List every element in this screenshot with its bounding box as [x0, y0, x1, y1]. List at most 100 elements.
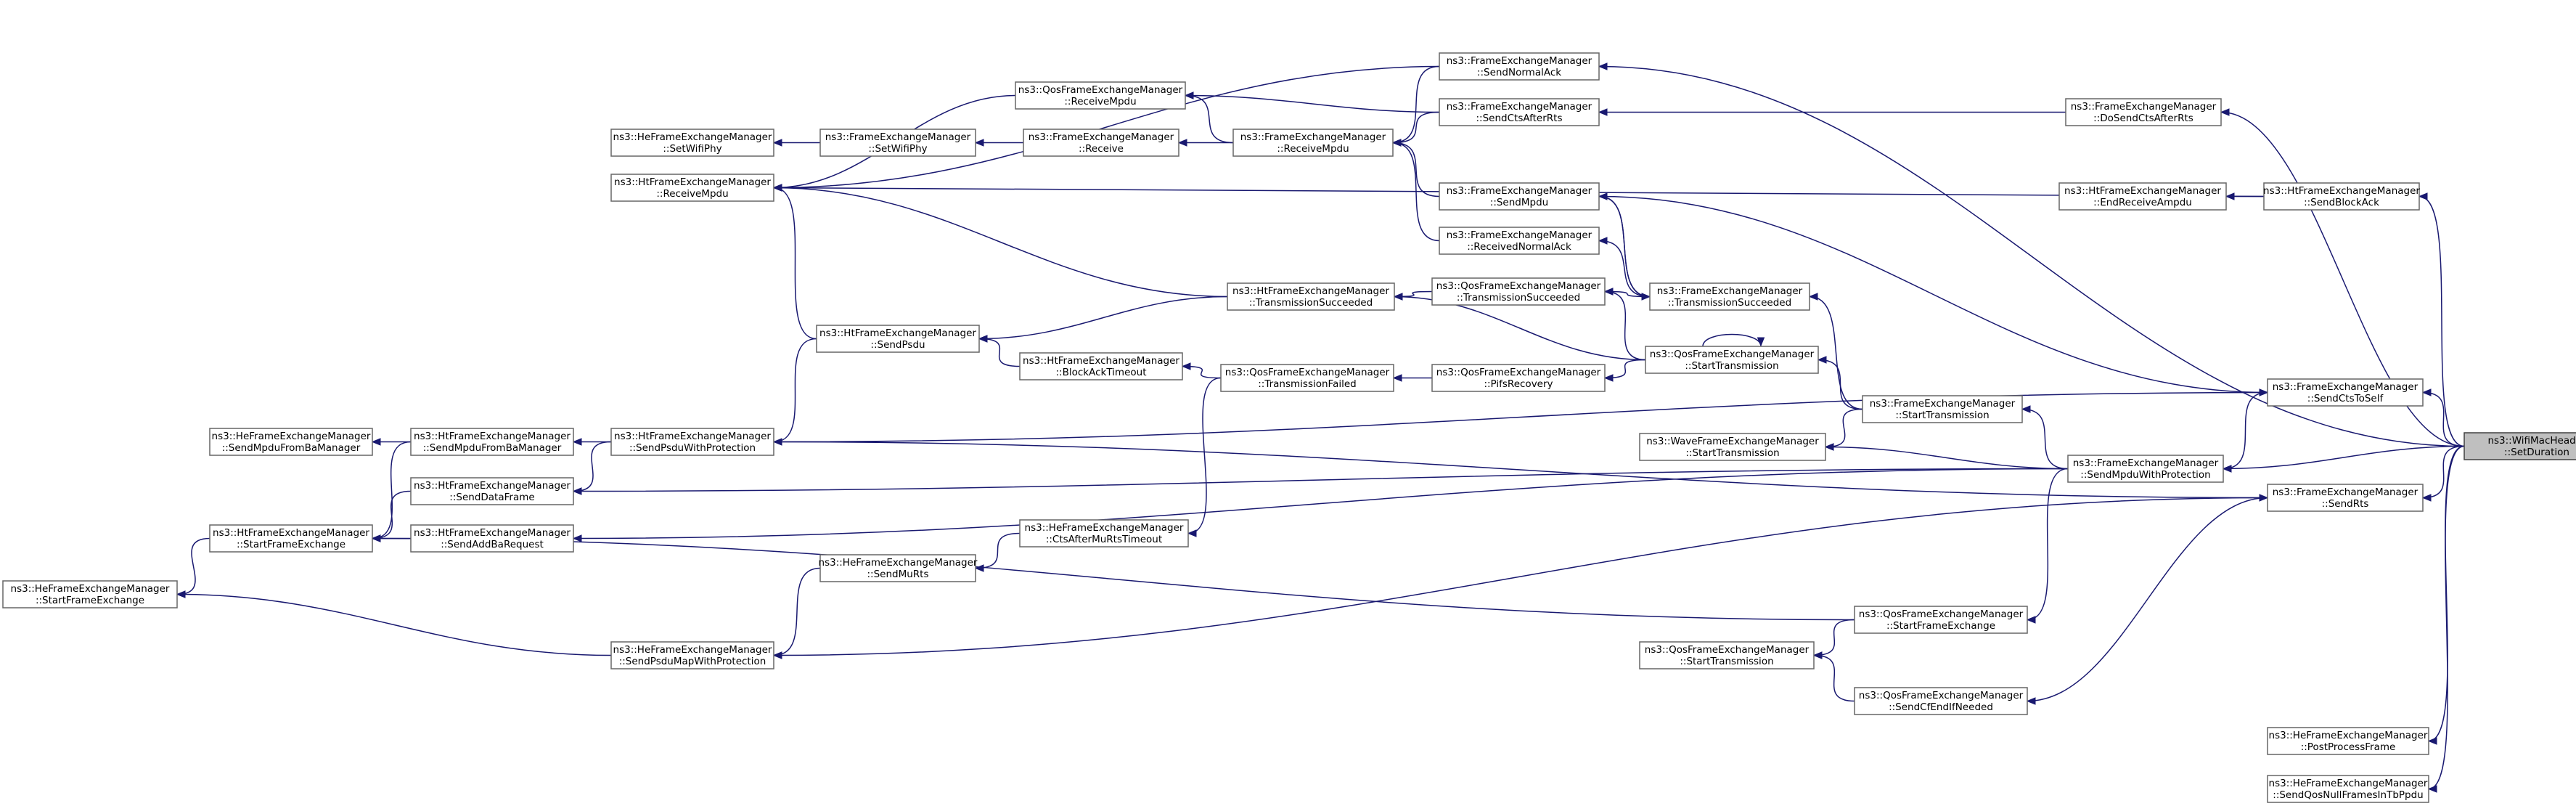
edge-fereceivempdu-to-sendnormalack [1391, 65, 1440, 147]
edge-arrowhead [772, 651, 782, 659]
node-box [410, 428, 574, 456]
node-class-label: ns3::FrameExchangeManager [2273, 381, 2418, 393]
node-box [2267, 727, 2429, 755]
node-htstartframeex[interactable]: ns3::HtFrameExchangeManager::StartFrameE… [209, 524, 373, 553]
edge-fesendrts-to-htsendpsduwithprot [773, 441, 2269, 502]
node-httranssucc[interactable]: ns3::HtFrameExchangeManager::Transmissio… [1227, 282, 1395, 311]
node-qostxfailed[interactable]: ns3::QosFrameExchangeManager::Transmissi… [1220, 364, 1394, 392]
node-hesetwifiphy[interactable]: ns3::HeFrameExchangeManager::SetWifiPhy [610, 129, 774, 157]
edge-htsenddataframe-to-fesendmpduwithprot [572, 468, 2069, 495]
node-hesendqosnull[interactable]: ns3::HeFrameExchangeManager::SendQosNull… [2267, 775, 2429, 803]
node-hestartframeex[interactable]: ns3::HeFrameExchangeManager::StartFrameE… [2, 580, 178, 608]
node-fetranssucc[interactable]: ns3::FrameExchangeManager::TransmissionS… [1649, 282, 1810, 311]
edge-arrowhead [1177, 139, 1187, 147]
node-htsendpsduwithprot[interactable]: ns3::HtFrameExchangeManager::SendPsduWit… [610, 428, 774, 456]
edge-receivednormalack-to-fetranssucc [1598, 237, 1651, 298]
node-qossendcfend[interactable]: ns3::QosFrameExchangeManager::SendCfEndI… [1854, 687, 2028, 715]
node-wavestarttx[interactable]: ns3::WaveFrameExchangeManager::StartTran… [1639, 433, 1826, 461]
node-setduration[interactable]: ns3::WifiMacHeader::SetDuration [2463, 432, 2576, 460]
node-htsendaddbareq[interactable]: ns3::HtFrameExchangeManager::SendAddBaRe… [410, 524, 574, 553]
node-htsenddataframe[interactable]: ns3::HtFrameExchangeManager::SendDataFra… [410, 477, 574, 505]
node-hesendmpdufromba[interactable]: ns3::HeFrameExchangeManager::SendMpduFro… [209, 428, 373, 456]
node-method-label: ::StartTransmission [1685, 360, 1778, 372]
node-sendctstoself[interactable]: ns3::FrameExchangeManager::SendCtsToSelf [2267, 378, 2424, 407]
node-htsendmpdufromba[interactable]: ns3::HtFrameExchangeManager::SendMpduFro… [410, 428, 574, 456]
node-method-label: ::StartTransmission [1685, 447, 1779, 459]
edge-line [773, 567, 821, 656]
node-fesetwifiphy[interactable]: ns3::FrameExchangeManager::SetWifiPhy [819, 129, 976, 157]
node-qosstarttx[interactable]: ns3::QosFrameExchangeManager::StartTrans… [1645, 346, 1819, 374]
node-dosendctsafterrts[interactable]: ns3::FrameExchangeManager::DoSendCtsAfte… [2065, 98, 2222, 126]
node-method-label: ::SendDataFrame [449, 492, 534, 503]
edge-qosreceivempdu-to-sendctsafterrts [1184, 91, 1440, 113]
edge-line [773, 187, 1228, 298]
node-pifsrecovery[interactable]: ns3::QosFrameExchangeManager::PifsRecove… [1431, 364, 1606, 392]
node-box [410, 477, 574, 505]
edge-qosstarttx-to-qosstarttx [1702, 333, 1765, 347]
edge-arrowhead [1391, 139, 1402, 147]
node-method-label: ::TransmissionSucceeded [1668, 297, 1791, 309]
edge-hesendpsdumap-to-fesendrts [772, 497, 2268, 659]
edge-hesendmurts-to-hectsaftermurts [974, 532, 1021, 572]
node-class-label: ns3::FrameExchangeManager [1447, 55, 1592, 67]
node-htsendblockack[interactable]: ns3::HtFrameExchangeManager::SendBlockAc… [2263, 182, 2420, 211]
node-hepostprocess[interactable]: ns3::HeFrameExchangeManager::PostProcess… [2267, 727, 2429, 755]
node-qosstartframeex[interactable]: ns3::QosFrameExchangeManager::StartFrame… [1854, 606, 2028, 634]
node-endreceiveampdu[interactable]: ns3::HtFrameExchangeManager::EndReceiveA… [2058, 182, 2227, 211]
edge-line [1598, 65, 2465, 447]
node-fesendrts[interactable]: ns3::FrameExchangeManager::SendRts [2267, 484, 2424, 512]
edge-line [573, 468, 2069, 492]
node-method-label: ::ReceiveMpdu [1277, 143, 1349, 155]
node-hesendmurts[interactable]: ns3::HeFrameExchangeManager::SendMuRts [819, 554, 978, 582]
edge-hestartframeex-to-hesendpsdumap [176, 590, 612, 656]
node-box [610, 129, 774, 157]
edge-qostxfailed-to-pifsrecovery [1392, 374, 1432, 382]
node-sendmpdu[interactable]: ns3::FrameExchangeManager::SendMpdu [1439, 182, 1600, 211]
edge-wavestarttx-to-fesendmpduwithprot [1824, 443, 2069, 470]
node-festarttx[interactable]: ns3::FrameExchangeManager::StartTransmis… [1862, 395, 2023, 423]
node-class-label: ns3::HtFrameExchangeManager [414, 431, 571, 442]
edge-fesendmpduwithprot-to-setduration [2222, 445, 2465, 473]
node-receivednormalack[interactable]: ns3::FrameExchangeManager::ReceivedNorma… [1439, 227, 1600, 255]
node-method-label: ::TransmissionSucceeded [1457, 292, 1580, 304]
node-class-label: ns3::FrameExchangeManager [1657, 285, 1803, 297]
node-class-label: ns3::FrameExchangeManager [2073, 457, 2219, 469]
node-class-label: ns3::HeFrameExchangeManager [613, 131, 772, 143]
node-box [1015, 81, 1186, 110]
edge-arrowhead [1393, 293, 1403, 301]
node-qosstarttx2[interactable]: ns3::QosFrameExchangeManager::StartTrans… [1639, 641, 1815, 669]
node-method-label: ::SendMpdu [1490, 197, 1548, 208]
node-qosreceivempdu[interactable]: ns3::QosFrameExchangeManager::ReceiveMpd… [1015, 81, 1186, 110]
node-fesendmpduwithprot[interactable]: ns3::FrameExchangeManager::SendMpduWithP… [2067, 455, 2224, 483]
edge-line [573, 468, 2069, 540]
node-class-label: ns3::HtFrameExchangeManager [614, 176, 771, 188]
node-class-label: ns3::FrameExchangeManager [1447, 101, 1592, 113]
edge-line [1598, 195, 2268, 394]
edge-hesendqosnull-to-setduration [2427, 445, 2465, 793]
edge-line [372, 441, 412, 540]
edge-layer [176, 62, 2465, 793]
node-sendnormalack[interactable]: ns3::FrameExchangeManager::SendNormalAck [1439, 52, 1600, 81]
node-class-label: ns3::FrameExchangeManager [1029, 131, 1174, 143]
node-htbatimeout[interactable]: ns3::HtFrameExchangeManager::BlockAckTim… [1019, 352, 1183, 380]
node-qostranssucc[interactable]: ns3::QosFrameExchangeManager::Transmissi… [1431, 277, 1606, 306]
node-sendctsafterrts[interactable]: ns3::FrameExchangeManager::SendCtsAfterR… [1439, 98, 1600, 126]
node-class-label: ns3::HtFrameExchangeManager [614, 431, 771, 442]
node-class-label: ns3::HeFrameExchangeManager [1025, 522, 1184, 534]
edge-arrowhead [2026, 616, 2036, 624]
node-class-label: ns3::HeFrameExchangeManager [212, 431, 371, 442]
edge-line [573, 441, 612, 492]
node-htsendpsdu[interactable]: ns3::HtFrameExchangeManager::SendPsdu [816, 325, 980, 353]
edge-line [1825, 408, 1863, 448]
node-hectsaftermurts[interactable]: ns3::HeFrameExchangeManager::CtsAfterMuR… [1019, 519, 1189, 547]
edge-line [2422, 445, 2465, 499]
node-box [1639, 433, 1826, 461]
node-hesendpsdumap[interactable]: ns3::HeFrameExchangeManager::SendPsduMap… [610, 641, 774, 669]
edge-line [773, 65, 1440, 189]
node-box [2267, 484, 2424, 512]
edge-arrowhead [1603, 374, 1614, 382]
node-fereceivempdu[interactable]: ns3::FrameExchangeManager::ReceiveMpdu [1232, 129, 1394, 157]
node-fereceive[interactable]: ns3::FrameExchangeManager::Receive [1023, 129, 1179, 157]
node-htreceivempdu[interactable]: ns3::HtFrameExchangeManager::ReceiveMpdu [610, 174, 774, 202]
edge-line [1392, 142, 1440, 198]
